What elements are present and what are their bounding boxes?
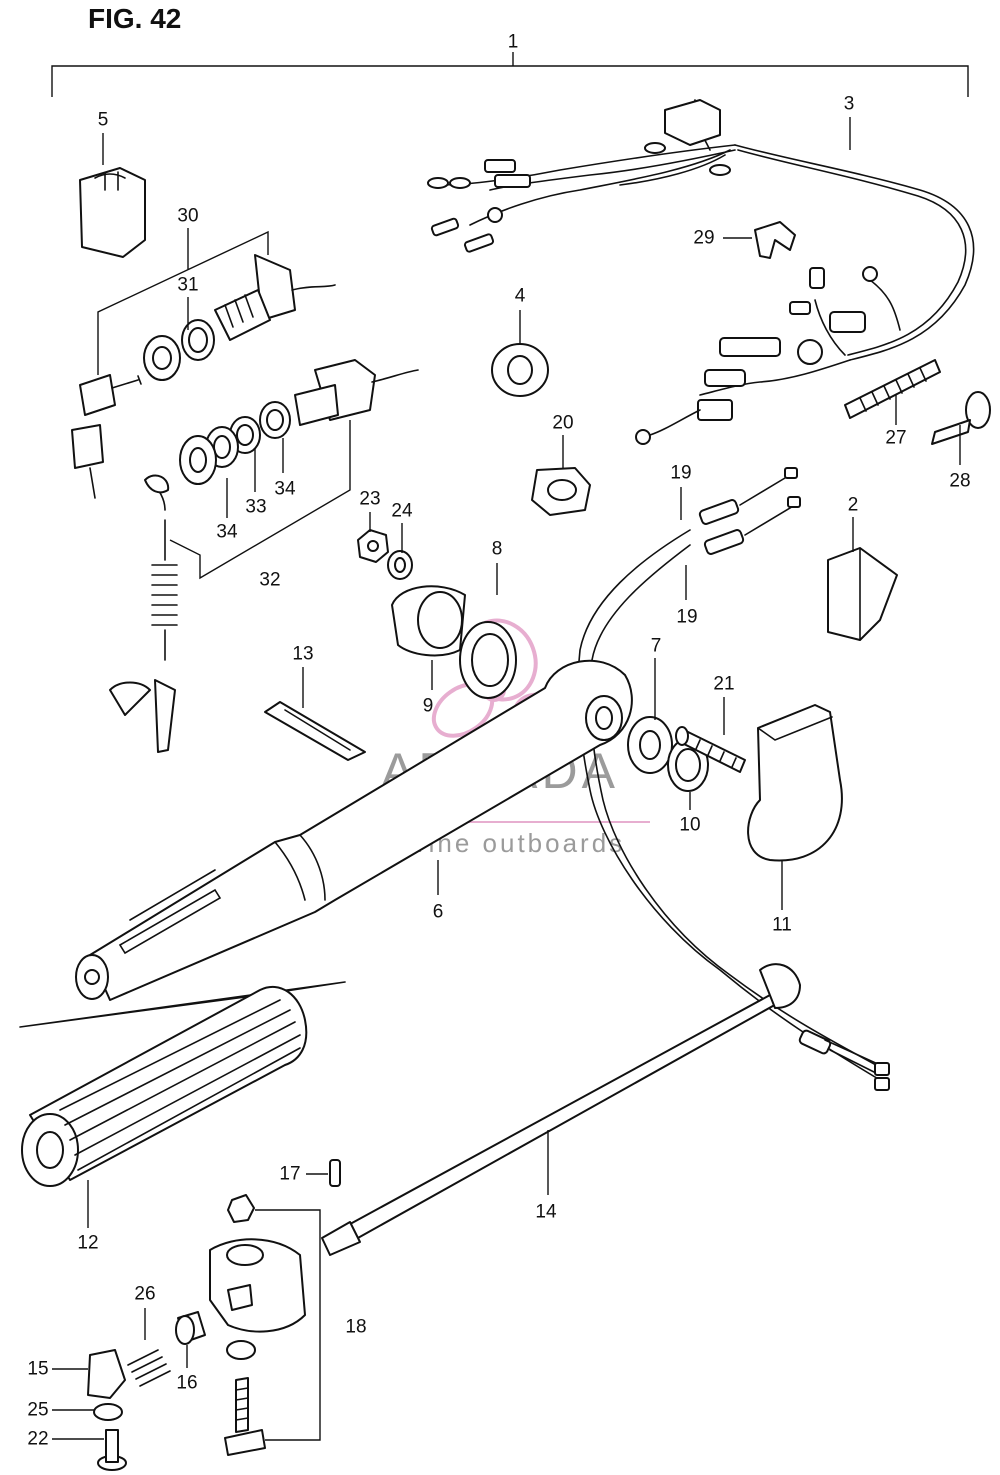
part-15-knob	[87, 1349, 126, 1399]
callout-1: 1	[508, 32, 519, 53]
part-22-screw	[97, 1429, 127, 1471]
part-21-bolt	[675, 726, 746, 773]
callout-7: 7	[651, 636, 662, 657]
callout-12: 12	[77, 1233, 98, 1254]
callout-33: 33	[245, 497, 266, 518]
callout-14: 14	[535, 1202, 557, 1223]
part-11-cover	[747, 704, 843, 862]
callout-5: 5	[98, 110, 109, 131]
leader-lines	[52, 117, 961, 1440]
part-9-washer	[459, 621, 517, 699]
callout-20: 20	[552, 413, 573, 434]
callout-2: 2	[848, 495, 859, 516]
callout-16: 16	[176, 1373, 197, 1394]
part-25-washer	[93, 1403, 123, 1421]
part-26-spring	[127, 1349, 171, 1387]
part-12-throttle-grip	[19, 981, 346, 1187]
lanyard-cord	[109, 474, 178, 753]
part-3-wire-harness	[427, 99, 975, 445]
part-18-friction-block	[209, 1194, 321, 1456]
callout-30: 30	[177, 206, 198, 227]
part-14-link-rod	[321, 963, 801, 1256]
callout-25: 25	[27, 1400, 48, 1421]
callout-34-right: 34	[274, 479, 296, 500]
callout-15: 15	[27, 1359, 48, 1380]
callout-28: 28	[949, 471, 970, 492]
part-28-bolt	[931, 391, 991, 445]
callout-19-top: 19	[670, 463, 691, 484]
part-20-grommet	[531, 467, 591, 516]
part-7-bushing	[627, 716, 673, 774]
callout-6: 6	[433, 902, 444, 923]
callout-18: 18	[345, 1317, 366, 1338]
callout-27: 27	[885, 428, 906, 449]
part-13-decal	[264, 701, 366, 761]
part-8-bushing	[391, 585, 466, 657]
callout-8: 8	[492, 539, 503, 560]
part-24-washer	[387, 550, 413, 580]
part-32-stop-switch-assembly	[179, 359, 419, 485]
assembly-bracket	[51, 52, 969, 97]
part-23-nut	[357, 529, 389, 563]
callout-23: 23	[359, 489, 380, 510]
callout-24: 24	[391, 501, 413, 522]
callout-labels: 1 2 3 4 5 6 7 8 9 10 11 12 13 14 15 16 1…	[27, 32, 970, 1450]
part-29-clip	[754, 221, 796, 259]
callout-9: 9	[423, 696, 434, 717]
part-30-key-switch-assembly	[71, 254, 336, 499]
callout-32: 32	[259, 570, 280, 591]
callout-11: 11	[772, 915, 792, 936]
part-5-cap	[79, 167, 146, 258]
callout-22: 22	[27, 1429, 48, 1450]
callout-10: 10	[679, 815, 700, 836]
part-17-pin	[329, 1159, 341, 1187]
figure-title: FIG. 42	[88, 3, 181, 34]
callout-31: 31	[177, 275, 198, 296]
callout-3: 3	[844, 94, 855, 115]
callout-26: 26	[134, 1284, 155, 1305]
callout-17: 17	[279, 1164, 300, 1185]
part-27-spiral-tube	[844, 359, 941, 419]
part-4-grommet	[491, 343, 549, 397]
part-2-bracket	[827, 547, 898, 641]
callout-34-left: 34	[216, 522, 238, 543]
callout-19-bottom: 19	[676, 607, 697, 628]
part-6-tiller-handle	[75, 659, 633, 1001]
part-16-collar	[175, 1311, 206, 1345]
callout-4: 4	[515, 286, 526, 307]
callout-21: 21	[713, 674, 734, 695]
part-19-throttle-cables	[577, 467, 890, 1091]
callout-13: 13	[292, 644, 313, 665]
callout-29: 29	[693, 228, 714, 249]
